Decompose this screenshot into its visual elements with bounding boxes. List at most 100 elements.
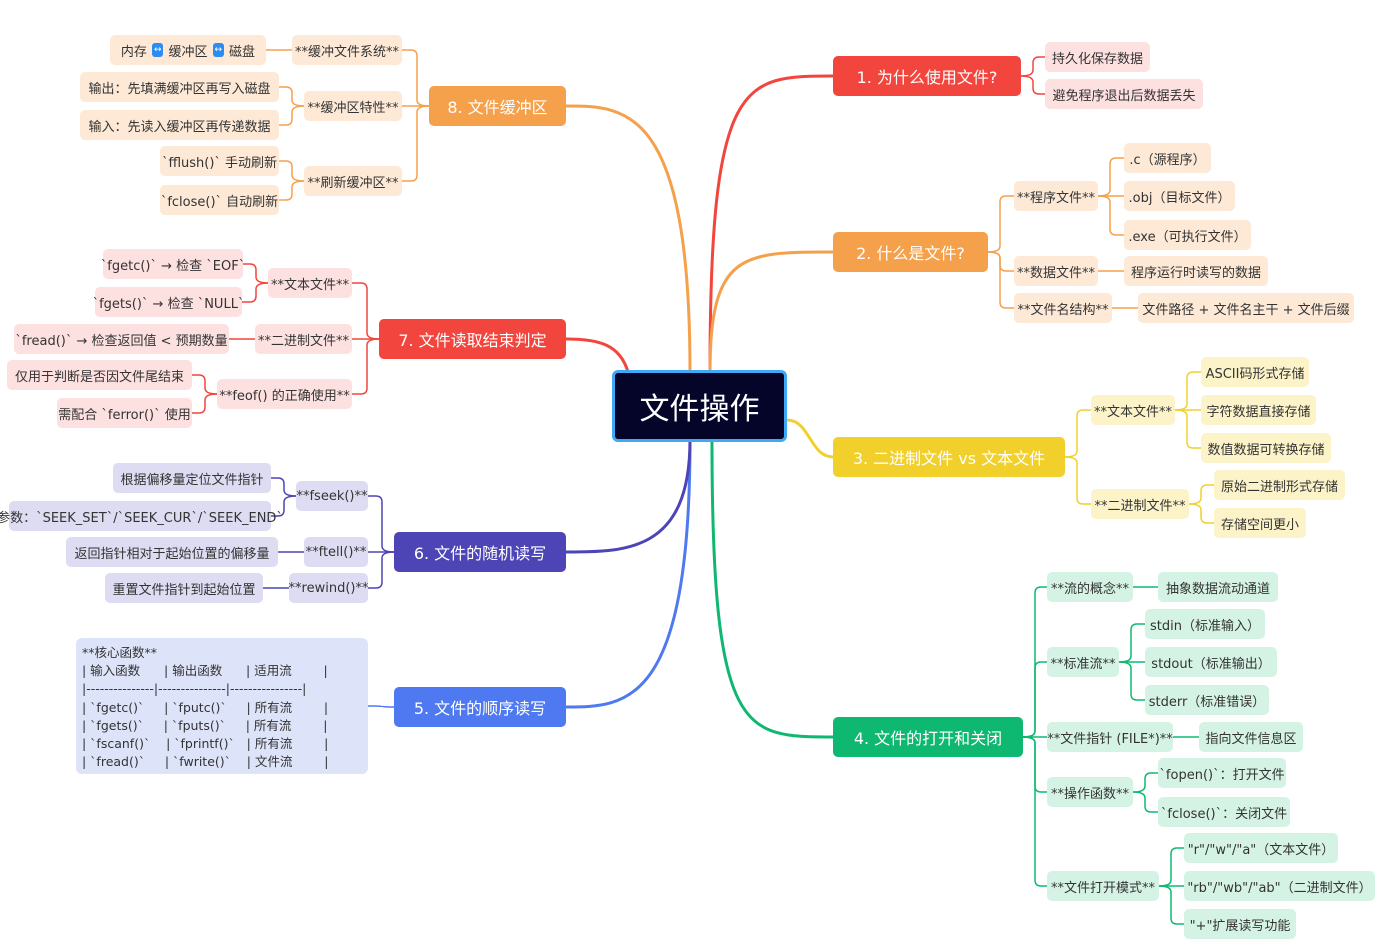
core-functions-table[interactable]: **核心函数** | 输入函数 | 输出函数 | 适用流 | |--------… [76, 638, 368, 774]
leaf-avoid-data-loss[interactable]: 避免程序退出后数据丢失 [1045, 79, 1203, 109]
connector [1118, 661, 1145, 701]
connector [279, 180, 305, 201]
connector [1064, 409, 1091, 458]
leaf-smaller-space[interactable]: 存储空间更小 [1214, 508, 1306, 538]
leaf-reset-pointer[interactable]: 重置文件指针到起始位置 [105, 573, 263, 603]
buffer-label: 缓冲区 [168, 44, 208, 60]
connector [565, 104, 692, 373]
leaf-fgets-null[interactable]: `fgets()` → 检查 `NULL` [93, 287, 244, 317]
connector [1022, 736, 1047, 887]
leaf-numeric-convert[interactable]: 数值数据可转换存储 [1201, 433, 1331, 463]
branch-open-close[interactable]: 4. 文件的打开和关闭 [833, 717, 1023, 757]
leaf-return-offset[interactable]: 返回指针相对于起始位置的偏移量 [66, 537, 278, 567]
sub-text-files[interactable]: **文本文件** [1091, 395, 1175, 425]
branch-sequential-rw[interactable]: 5. 文件的顺序读写 [394, 687, 566, 727]
sub-binary-files[interactable]: **二进制文件** [1091, 489, 1189, 519]
leaf-c-source[interactable]: .c（源程序） [1124, 143, 1211, 173]
leaf-plus-mode[interactable]: "+"扩展读写功能 [1184, 909, 1296, 939]
connector [565, 337, 630, 373]
memory-label: 内存 [120, 44, 147, 60]
leaf-locate-pointer[interactable]: 根据偏移量定位文件指针 [113, 463, 271, 493]
leaf-persist-data[interactable]: 持久化保存数据 [1045, 42, 1150, 72]
leaf-output-behavior[interactable]: 输出：先填满缓冲区再写入磁盘 [80, 72, 279, 102]
sub-text-files-eof[interactable]: **文本文件** [268, 268, 352, 298]
sub-standard-streams[interactable]: **标准流** [1047, 647, 1119, 677]
leaf-fopen[interactable]: `fopen()`：打开文件 [1158, 758, 1286, 788]
bidirectional-arrow-icon: ↔ [212, 43, 225, 57]
branch-binary-vs-text[interactable]: 3. 二进制文件 vs 文本文件 [833, 437, 1065, 477]
leaf-points-info-area[interactable]: 指向文件信息区 [1199, 722, 1303, 752]
connector [987, 251, 1014, 272]
leaf-memory-buffer-disk[interactable]: 内存 ↔ 缓冲区 ↔ 磁盘 [110, 35, 266, 65]
leaf-runtime-data[interactable]: 程序运行时读写的数据 [1124, 256, 1268, 286]
branch-eof-detection[interactable]: 7. 文件读取结束判定 [379, 319, 566, 359]
leaf-fclose[interactable]: `fclose()`：关闭文件 [1158, 797, 1290, 827]
leaf-ascii-storage[interactable]: ASCII码形式存储 [1201, 357, 1309, 387]
leaf-with-ferror[interactable]: 需配合 `ferror()` 使用 [57, 398, 192, 428]
branch-file-buffer[interactable]: 8. 文件缓冲区 [429, 86, 566, 126]
disk-label: 磁盘 [229, 44, 256, 60]
leaf-stdin[interactable]: stdin（标准输入） [1145, 609, 1265, 639]
sub-flush-buffer[interactable]: **刷新缓冲区** [304, 166, 402, 196]
sub-ftell[interactable]: **ftell()** [304, 537, 368, 567]
leaf-text-modes[interactable]: "r"/"w"/"a"（文本文件） [1184, 833, 1338, 863]
table-line: | `fgets()` | `fputs()` | 所有流 | [82, 717, 328, 733]
leaf-exe-file[interactable]: .exe（可执行文件） [1124, 220, 1251, 250]
sub-open-modes[interactable]: **文件打开模式** [1047, 871, 1159, 901]
connector [1158, 847, 1184, 887]
leaf-raw-binary[interactable]: 原始二进制形式存储 [1214, 470, 1345, 500]
connector [368, 551, 395, 589]
connector [786, 418, 834, 459]
central-topic[interactable]: 文件操作 [612, 370, 787, 442]
sub-stream-concept[interactable]: **流的概念** [1047, 572, 1133, 602]
sub-file-pointer[interactable]: **文件指针 (FILE*)** [1047, 722, 1173, 752]
connector [271, 477, 297, 497]
connector [352, 338, 380, 395]
leaf-fread-check[interactable]: `fread()` → 检查返回值 < 预期数量 [14, 324, 229, 354]
sub-data-files[interactable]: **数据文件** [1014, 256, 1098, 286]
connector [192, 374, 218, 395]
connector [1097, 157, 1124, 197]
branch-what-is-file[interactable]: 2. 什么是文件? [833, 232, 988, 272]
connector [1188, 503, 1214, 524]
leaf-stderr[interactable]: stderr（标准错误） [1145, 685, 1269, 715]
leaf-input-behavior[interactable]: 输入：先读入缓冲区再传递数据 [80, 110, 279, 140]
leaf-char-direct[interactable]: 字符数据直接存储 [1201, 395, 1316, 425]
sub-buffer-features[interactable]: **缓冲区特性** [304, 91, 402, 121]
sub-buffered-fs[interactable]: **缓冲文件系统** [292, 35, 402, 65]
leaf-fclose-auto[interactable]: `fclose()` 自动刷新 [160, 185, 279, 215]
sub-operation-functions[interactable]: **操作函数** [1047, 777, 1133, 807]
sub-filename-structure[interactable]: **文件名结构** [1014, 293, 1112, 323]
leaf-fflush[interactable]: `fflush()` 手动刷新 [160, 146, 279, 176]
connector [242, 282, 269, 303]
leaf-only-for-eof[interactable]: 仅用于判断是否因文件尾结束 [7, 360, 192, 390]
leaf-seek-params[interactable]: 参数：`SEEK_SET`/`SEEK_CUR`/`SEEK_END` [0, 501, 283, 531]
leaf-abstract-channel[interactable]: 抽象数据流动通道 [1158, 572, 1278, 602]
connector [1174, 371, 1201, 411]
connector [1064, 456, 1091, 505]
connector [1097, 195, 1124, 236]
sub-binary-files-eof[interactable]: **二进制文件** [255, 324, 352, 354]
branch-random-rw[interactable]: 6. 文件的随机读写 [394, 532, 566, 572]
connector [1174, 409, 1201, 449]
connector [565, 439, 692, 554]
leaf-filename-parts[interactable]: 文件路径 + 文件名主干 + 文件后缀 [1138, 293, 1354, 323]
connector [1132, 772, 1158, 793]
bidirectional-arrow-icon: ↔ [151, 43, 164, 57]
connector [987, 195, 1014, 253]
sub-fseek[interactable]: **fseek()** [296, 481, 368, 511]
connector [1188, 484, 1214, 505]
sub-program-files[interactable]: **程序文件** [1014, 181, 1098, 211]
connector [368, 495, 395, 553]
leaf-obj-file[interactable]: .obj（目标文件） [1124, 181, 1235, 211]
branch-why-use-files[interactable]: 1. 为什么使用文件? [833, 56, 1021, 96]
table-line: | `fread()` | `fwrite()` | 文件流 | [82, 754, 329, 770]
leaf-stdout[interactable]: stdout（标准输出） [1145, 647, 1277, 677]
sub-feof-usage[interactable]: **feof() 的正确使用** [217, 379, 352, 409]
leaf-fgetc-eof[interactable]: `fgetc()` → 检查 `EOF` [101, 249, 245, 279]
sub-rewind[interactable]: **rewind()** [289, 573, 368, 603]
leaf-binary-modes[interactable]: "rb"/"wb"/"ab"（二进制文件） [1184, 871, 1375, 901]
table-line: | `fgetc()` | `fputc()` | 所有流 | [82, 699, 329, 715]
connector [710, 439, 834, 739]
connector [192, 393, 218, 414]
